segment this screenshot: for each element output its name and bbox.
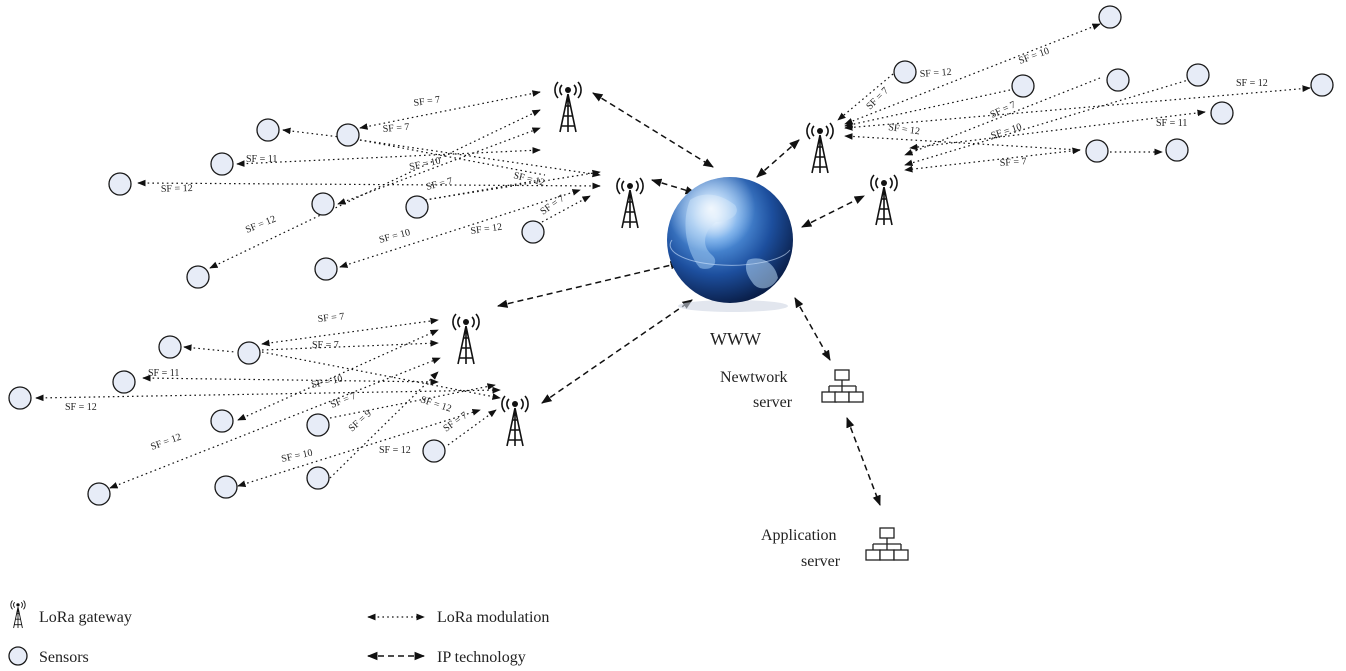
sf-label: SF = 7 [989, 99, 1018, 120]
sensor-node [311, 192, 335, 216]
sensor-node [1098, 5, 1122, 29]
lora-gateway-icon [870, 174, 898, 226]
legend-gateway-icon [10, 600, 26, 629]
sf-label: SF = 7 [329, 391, 358, 411]
lora-links [35, 23, 1311, 489]
www-label: WWW [710, 329, 761, 349]
sf-label: SF = 11 [148, 368, 179, 379]
sensors [8, 5, 1334, 506]
sf-label: SF = 7 [538, 193, 566, 217]
sensor-node [336, 123, 360, 147]
sensor-node [8, 386, 32, 410]
application-server-icon [865, 527, 909, 561]
sensor-node [1011, 74, 1035, 98]
sensor-node [1210, 101, 1234, 125]
sensor-node [306, 466, 330, 490]
sensor-node [405, 195, 429, 219]
sensor-node [87, 482, 111, 506]
legend-ip-label: IP technology [437, 649, 526, 666]
sf-label: SF = 7 [999, 156, 1026, 169]
application-server-label: Application [761, 527, 837, 544]
sf-label: SF = 10 [310, 374, 343, 391]
sf-label: SF = 7 [441, 410, 469, 434]
sensor-node [158, 335, 182, 359]
sensor-node [306, 413, 330, 437]
sf-label: SF = 12 [65, 402, 97, 413]
sf-label: SF = 7 [413, 94, 441, 109]
sensor-node [210, 409, 234, 433]
sf-label: SF = 12 [919, 67, 951, 80]
sensor-node [186, 265, 210, 289]
sensor-node [112, 370, 136, 394]
sensor-node [1310, 73, 1334, 97]
sf-label: SF = 7 [317, 311, 345, 325]
sensor-node [893, 60, 917, 84]
sf-label: SF = 10 [1017, 46, 1051, 67]
sf-label: SF = 12 [1236, 78, 1268, 89]
sf-labels: SF = 7 SF = 7 SF = 11 SF = 10 SF = 12 SF… [65, 46, 1268, 465]
sensor-node [210, 152, 234, 176]
sensor-node [214, 475, 238, 499]
sf-label: SF = 7 [312, 340, 339, 351]
sensor-node [1106, 68, 1130, 92]
network-server-icon [821, 369, 864, 403]
globe-icon [667, 177, 793, 312]
sensor-node [521, 220, 545, 244]
sensor-node [1085, 139, 1109, 163]
sf-label: SF = 12 [379, 445, 411, 456]
sf-label: SF = 11 [1156, 118, 1187, 129]
sensor-node [422, 439, 446, 463]
lora-gateway-icon [501, 395, 529, 447]
sensor-node [314, 257, 338, 281]
sf-label: SF = 9 [347, 408, 374, 434]
lora-gateway-icon [554, 81, 582, 133]
sf-label: SF = 10 [990, 122, 1024, 142]
network-server-label: server [753, 394, 793, 411]
sensor-node [256, 118, 280, 142]
legend-gateway-label: LoRa gateway [39, 609, 132, 626]
sf-label: SF = 12 [244, 214, 278, 236]
legend-lora-label: LoRa modulation [437, 609, 549, 626]
legend-sensors-label: Sensors [39, 649, 89, 666]
sensor-node [237, 341, 261, 365]
sf-label: SF = 12 [888, 122, 921, 137]
sf-label: SF = 10 [280, 448, 313, 465]
sf-label: SF = 12 [470, 222, 503, 237]
lora-gateway-icon [452, 313, 480, 365]
sensor-node [1186, 63, 1210, 87]
sf-label: SF = 12 [419, 394, 453, 414]
sf-label: SF = 10 [408, 156, 441, 173]
sf-label: SF = 7 [864, 85, 891, 112]
sf-label: SF = 12 [149, 432, 183, 453]
sf-label: SF = 12 [161, 183, 193, 195]
legend-sensor-icon [8, 646, 28, 666]
lora-gateway-icon [616, 177, 644, 229]
sf-label: SF = 7 [425, 176, 454, 193]
lora-gateway-icon [806, 122, 834, 174]
sf-label: SF = 11 [246, 154, 277, 165]
application-server-label: server [801, 553, 841, 570]
ip-links [496, 92, 881, 506]
sensor-node [1165, 138, 1189, 162]
sf-label: SF = 7 [382, 122, 410, 135]
sf-label: SF = 10 [378, 227, 412, 246]
sensor-node [108, 172, 132, 196]
legend: LoRa gateway Sensors LoRa modulation IP … [8, 600, 549, 666]
network-server-label: Newtwork [720, 369, 788, 386]
